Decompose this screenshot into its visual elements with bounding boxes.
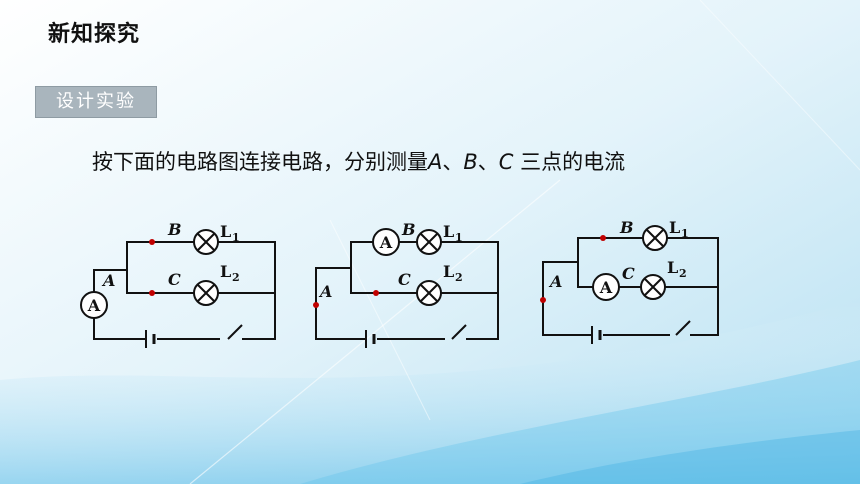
lamp-l1-subscript: 1	[681, 227, 689, 240]
branch-top-label: B	[619, 218, 634, 237]
lamp-l1-label: L	[669, 218, 680, 237]
section-title: 新知探究	[48, 22, 141, 47]
main-line-label: A	[548, 272, 562, 291]
lamp-l2-subscript: 2	[232, 271, 240, 284]
circuit-diagram-1: A B C A L 1 L 2	[80, 220, 276, 348]
lamp-l1-label: L	[443, 222, 454, 241]
point-a-label: A	[428, 150, 443, 174]
branch-bottom-label: C	[168, 270, 181, 289]
circuit-diagram-2: A B C A L 1 L 2	[313, 220, 499, 348]
circuit-wires	[542, 237, 719, 344]
lamp-l2-icon	[193, 280, 219, 306]
lamp-l1-icon	[642, 225, 668, 251]
lamp-l1-subscript: 1	[455, 231, 463, 244]
measure-point-c	[373, 290, 379, 296]
measure-point-c	[149, 290, 155, 296]
main-line-label: A	[318, 282, 332, 301]
lamp-l1-subscript: 1	[232, 231, 240, 244]
lamp-l1-icon	[193, 229, 219, 255]
separator: 、	[442, 150, 464, 174]
measure-point-b	[149, 239, 155, 245]
lamp-l2-label: L	[667, 258, 678, 277]
branch-bottom-label: C	[622, 264, 635, 283]
circuit-wires	[315, 241, 499, 348]
circuit-diagram-3: A B C A L 1 L 2	[540, 218, 719, 344]
ammeter-icon: A	[592, 273, 620, 301]
lamp-l2-label: L	[443, 262, 454, 281]
instruction-text: 按下面的电路图连接电路，分别测量A、B、C 三点的电流	[92, 146, 625, 176]
ammeter-icon: A	[80, 291, 108, 319]
ammeter-icon: A	[372, 228, 400, 256]
point-b-label: B	[463, 150, 478, 174]
instruction-prefix: 按下面的电路图连接电路，分别测量	[92, 150, 428, 174]
point-c-label: C	[498, 150, 514, 174]
ammeter-label: A	[87, 296, 101, 315]
measure-point-b	[600, 235, 606, 241]
branch-top-label: B	[167, 220, 182, 239]
lamp-l2-icon	[416, 280, 442, 306]
ammeter-label: A	[599, 278, 613, 297]
lamp-l2-subscript: 2	[679, 267, 687, 280]
experiment-badge: 设计实验	[35, 86, 157, 118]
circuit-wires	[93, 241, 276, 348]
lamp-l2-subscript: 2	[455, 271, 463, 284]
lamp-l1-icon	[416, 229, 442, 255]
ammeter-label: A	[379, 233, 393, 252]
instruction-suffix: 三点的电流	[513, 150, 626, 174]
branch-bottom-label: C	[398, 270, 411, 289]
lamp-l2-label: L	[220, 262, 231, 281]
measure-point-a	[313, 302, 319, 308]
lamp-l1-label: L	[220, 222, 231, 241]
lamp-l2-icon	[640, 274, 666, 300]
separator: 、	[477, 150, 499, 174]
measure-point-a	[540, 297, 546, 303]
branch-top-label: B	[401, 220, 416, 239]
main-line-label: A	[101, 271, 115, 290]
